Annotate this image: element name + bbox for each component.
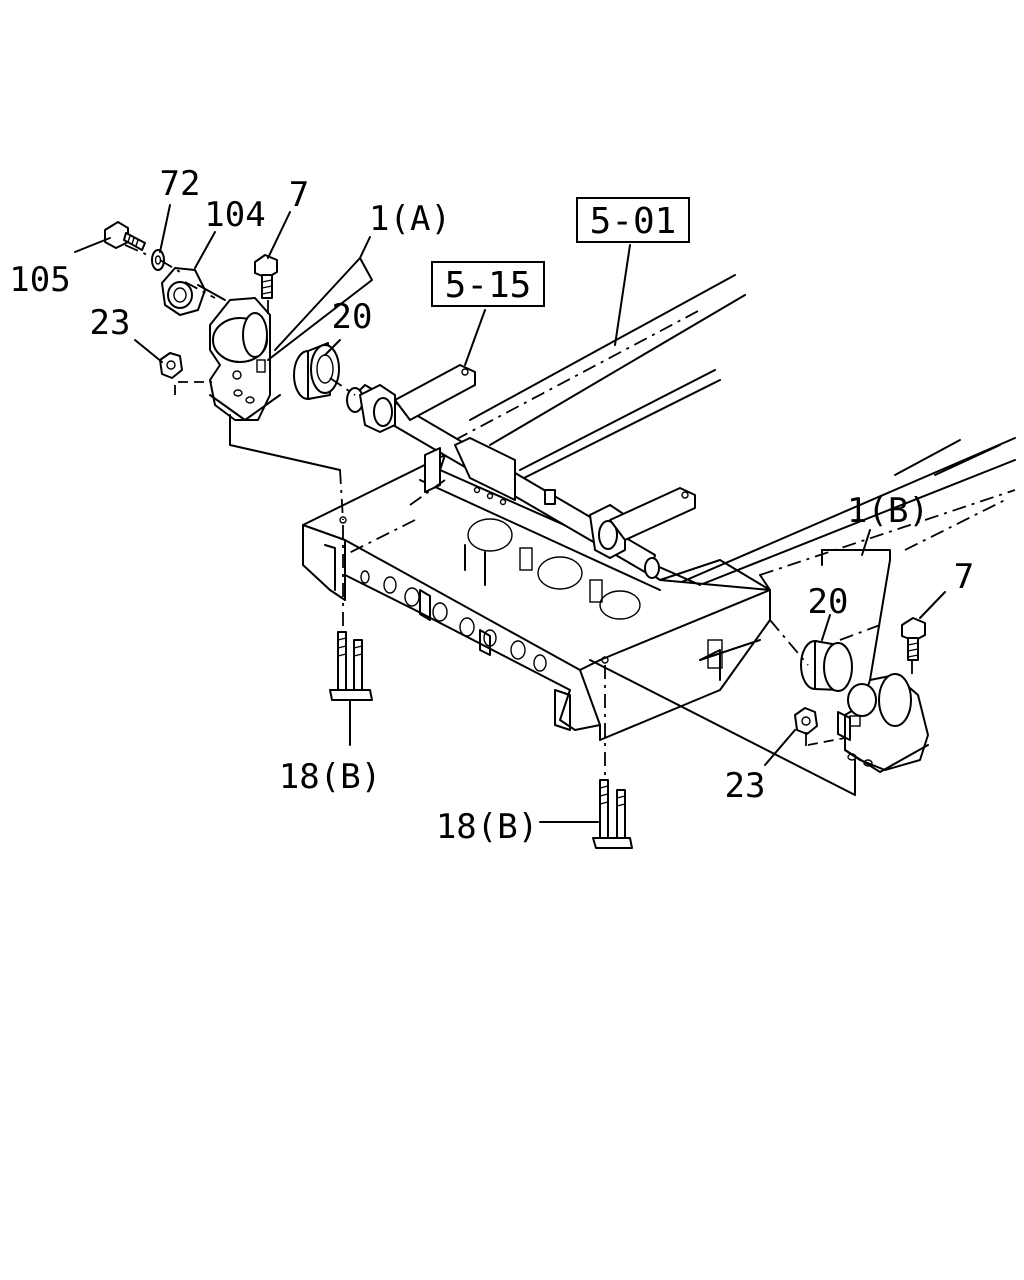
ref-5-01-label: 5-01 — [590, 201, 677, 242]
bushing-104 — [161, 267, 226, 316]
callout-1a: 1(A) — [369, 199, 451, 239]
stabilizer-bar — [346, 364, 696, 579]
ref-box-5-01: 5-01 — [576, 197, 690, 243]
bolt-7-right — [901, 617, 926, 661]
callout-23-left: 23 — [90, 303, 131, 343]
bolt-7-left — [254, 254, 278, 299]
bushing-20-right — [800, 640, 853, 692]
callout-7-left: 7 — [289, 175, 309, 215]
nut-23-right — [794, 707, 818, 735]
callout-72: 72 — [160, 164, 201, 204]
bracket-1b — [837, 673, 929, 773]
u-bolt-18b-right — [592, 779, 633, 849]
ref-5-15-label: 5-15 — [445, 265, 532, 306]
callout-7-right: 7 — [954, 557, 974, 597]
frame-rails — [454, 274, 1016, 601]
bushing-20-left — [293, 342, 340, 400]
bracket-1a — [209, 297, 281, 421]
washer-72 — [151, 249, 165, 271]
callout-23-right: 23 — [725, 766, 766, 806]
callout-18b-right: 18(B) — [436, 807, 538, 847]
ref-box-5-15: 5-15 — [431, 261, 545, 307]
callout-20-right: 20 — [808, 582, 849, 622]
leader-lines — [74, 204, 1006, 823]
nut-23-left — [159, 352, 183, 379]
callout-18b-left: 18(B) — [279, 757, 381, 797]
u-bolt-18b-left — [329, 631, 373, 701]
callout-105: 105 — [9, 260, 70, 300]
callout-104: 104 — [204, 195, 265, 235]
callout-20-left: 20 — [332, 297, 373, 337]
bolt-105 — [104, 221, 146, 251]
callout-1b: 1(B) — [847, 491, 929, 531]
